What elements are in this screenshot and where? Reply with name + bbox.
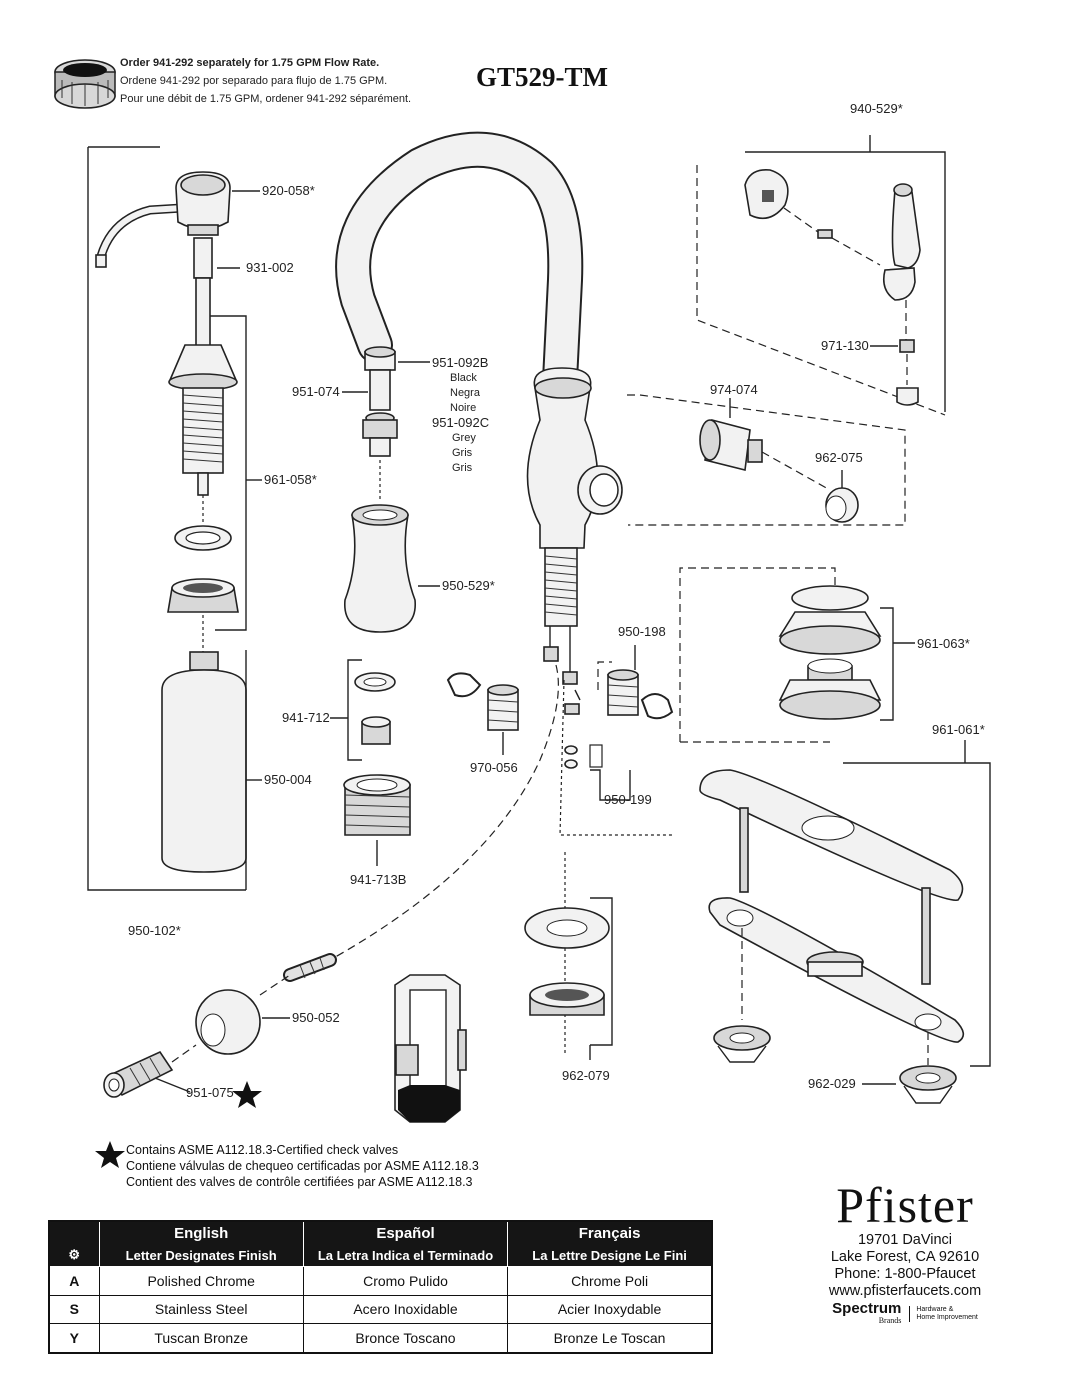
aerator-parts (330, 659, 411, 866)
header-english: English (98, 1220, 304, 1244)
asme-note-en: Contains ASME A112.18.3-Certified check … (126, 1143, 398, 1157)
cartridge-group (627, 394, 906, 526)
part-label-950-052: 950-052 (292, 1010, 340, 1025)
subheader-english: Letter Designates Finish (98, 1244, 304, 1267)
finish-code: A (48, 1266, 100, 1296)
table-row: S Stainless Steel Acero Inoxidable Acier… (48, 1294, 713, 1325)
part-label-950-529: 950-529* (442, 578, 495, 593)
header-francais: Français (507, 1220, 713, 1244)
part-label-931-002: 931-002 (246, 260, 294, 275)
tagline-2: Home Improvement (916, 1313, 978, 1321)
base-rings-group (679, 567, 915, 743)
subheader-francais: La Lettre Designe Le Fini (507, 1244, 713, 1267)
spout-connectors (362, 346, 398, 500)
finish-es: Cromo Pulido (302, 1266, 509, 1296)
order-note-fr: Pour une débit de 1.75 GPM, ordener 941-… (120, 93, 411, 105)
star-icon (232, 1081, 262, 1108)
brand-block: Pfister 19701 DaVinci Lake Forest, CA 92… (770, 1178, 1040, 1325)
finish-table-subheader-row: ⚙ Letter Designates Finish La Letra Indi… (48, 1244, 713, 1267)
aerator-image (54, 59, 116, 109)
part-label-974-074: 974-074 (710, 382, 758, 397)
address-line-1: 19701 DaVinci (857, 1232, 953, 1248)
finish-en: Polished Chrome (98, 1266, 304, 1296)
table-row: A Polished Chrome Cromo Pulido Chrome Po… (48, 1266, 713, 1296)
header-espanol: Español (302, 1220, 509, 1244)
spectrum-logo: Spectrum Brands Hardware & Home Improvem… (770, 1300, 1040, 1325)
part-label-950-198: 950-198 (618, 624, 666, 639)
part-label-961-058: 961-058* (264, 472, 317, 487)
part-label-961-061: 961-061* (932, 722, 985, 737)
finish-fr: Acier Inoxydable (507, 1294, 713, 1325)
finish-es: Bronce Toscano (302, 1323, 509, 1354)
finish-es: Acero Inoxidable (302, 1294, 509, 1325)
website-link[interactable]: www.pfisterfaucets.com (828, 1283, 982, 1299)
color-gris: Gris (452, 447, 473, 459)
part-label-951-092c: 951-092C (432, 415, 489, 430)
address-line-2: Lake Forest, CA 92610 (830, 1249, 980, 1265)
part-label-941-712: 941-712 (282, 710, 330, 725)
finish-table-header-row: English Español Français (48, 1220, 713, 1244)
finish-table: English Español Français ⚙ Letter Design… (48, 1220, 713, 1354)
part-label-970-056: 970-056 (470, 760, 518, 775)
gear-icon: ⚙ (48, 1244, 100, 1267)
color-gris-fr: Gris (452, 462, 473, 474)
handle-assembly-group (696, 135, 946, 416)
phone-number: Phone: 1-800-Pfaucet (834, 1266, 976, 1282)
order-note-es: Ordene 941-292 por separado para flujo d… (120, 75, 387, 87)
hose-connectors (446, 645, 674, 801)
subheader-espanol: La Letra Indica el Terminado (302, 1244, 509, 1267)
part-label-962-029: 962-029 (808, 1076, 856, 1091)
pull-down-spray-assembly (103, 953, 467, 1123)
finish-fr: Bronze Le Toscan (507, 1323, 713, 1354)
part-label-951-074: 951-074 (292, 384, 340, 399)
part-label-971-130: 971-130 (821, 338, 869, 353)
order-note-en: Order 941-292 separately for 1.75 GPM Fl… (120, 57, 379, 69)
tagline-1: Hardware & (916, 1305, 954, 1313)
table-row: Y Tuscan Bronze Bronce Toscano Bronze Le… (48, 1323, 713, 1354)
part-label-950-199: 950-199 (604, 792, 652, 807)
pfister-logo: Pfister (836, 1177, 974, 1233)
part-label-951-075: 951-075 (186, 1085, 234, 1100)
part-label-950-102: 950-102* (128, 923, 181, 938)
finish-en: Tuscan Bronze (98, 1323, 304, 1354)
mounting-washer-nut (524, 897, 613, 1060)
header-blank (48, 1220, 100, 1244)
part-label-951-092b: 951-092B (432, 355, 488, 370)
deck-plate-group (699, 740, 991, 1104)
part-label-950-004: 950-004 (264, 772, 312, 787)
soap-dispenser-group (87, 146, 262, 891)
asme-note-es: Contiene válvulas de chequeo certificada… (126, 1159, 479, 1173)
escutcheon-cover (344, 504, 440, 633)
faucet-body-group (329, 131, 673, 1055)
color-negra: Negra (450, 387, 481, 399)
spectrum-brands: Brands (878, 1316, 902, 1325)
part-label-941-713b: 941-713B (350, 872, 406, 887)
spectrum-tagline: Hardware & Home Improvement (909, 1305, 978, 1322)
finish-fr: Chrome Poli (507, 1266, 713, 1296)
model-title: GT529-TM (476, 62, 608, 92)
spectrum-name: Spectrum (832, 1300, 902, 1317)
finish-code: S (48, 1294, 100, 1325)
asme-note-fr: Contient des valves de contrôle certifié… (126, 1175, 473, 1189)
part-label-962-079: 962-079 (562, 1068, 610, 1083)
asme-star-icon (95, 1141, 125, 1168)
finish-code: Y (48, 1323, 100, 1354)
part-label-961-063: 961-063* (917, 636, 970, 651)
color-grey: Grey (452, 432, 476, 444)
color-noire: Noire (450, 402, 476, 414)
part-label-920-058: 920-058* (262, 183, 315, 198)
finish-en: Stainless Steel (98, 1294, 304, 1325)
color-black: Black (450, 372, 477, 384)
part-label-962-075: 962-075 (815, 450, 863, 465)
part-label-940-529: 940-529* (850, 101, 903, 116)
